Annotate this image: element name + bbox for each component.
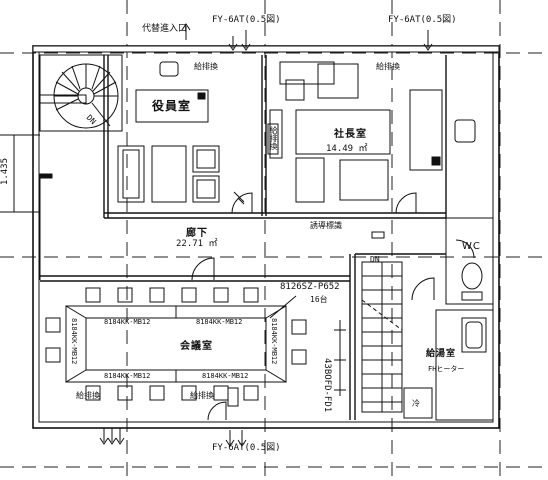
label-fy-right: FY-6AT(0.5図) [388, 15, 457, 25]
room-president-area: 14.49 ㎡ [326, 144, 368, 154]
label-vent-vertical: 給排換 [269, 126, 278, 150]
meeting-chairs [45, 287, 307, 401]
dimension-marker [0, 134, 40, 213]
wc-room [445, 217, 494, 305]
label-vent-top-right: 給排換 [376, 62, 400, 71]
straight-stair [361, 261, 403, 413]
unit-rail [269, 295, 346, 396]
label-vent-bottom-left: 給排換 [76, 391, 100, 400]
desk-bottom-left: 8184KK-MB12 [104, 372, 151, 380]
label-vent-bottom-right: 給排換 [190, 391, 214, 400]
officer-room-furniture [117, 61, 220, 203]
vent-box-br [227, 387, 239, 407]
room-kitchen: 給湯室 [426, 349, 457, 359]
corridor-walls [40, 253, 446, 420]
label-vent-top-left: 給排換 [194, 62, 218, 71]
room-wc: WC [462, 241, 481, 252]
room-meeting: 会議室 [180, 341, 213, 352]
president-room-furniture [269, 61, 476, 203]
label-unit-top-count: 16台 [310, 295, 328, 304]
meeting-table [65, 305, 287, 383]
label-fy-left: FY-6AT(0.5図) [212, 15, 281, 25]
label-dn-stair: DN [370, 255, 380, 264]
upper-room-walls [103, 55, 447, 219]
arrows [99, 23, 433, 447]
desk-top-left: 8184KK-MB12 [104, 318, 151, 326]
label-unit-top: 8126SZ-P652 [280, 282, 340, 292]
column-left [39, 173, 53, 179]
label-fy-bottom: FY-6AT(0.5図) [212, 443, 281, 453]
spiral-stair [39, 54, 123, 132]
wall-fill-top [32, 45, 500, 53]
room-officer: 役員室 [152, 99, 192, 113]
kitchen-heater: FHヒーター [428, 365, 465, 373]
desk-top-right: 8184KK-MB12 [196, 318, 243, 326]
desk-bottom-right: 8184KK-MB12 [202, 372, 249, 380]
vent-box-left [267, 123, 279, 155]
dimension-label: 1.435 [0, 158, 10, 186]
label-unit-side: 43BOFD-FD1 [322, 358, 332, 413]
desk-right-vertical: 8184KK-MB12 [270, 318, 278, 365]
guide-light-box [371, 231, 385, 239]
room-corridor: 廊下 [186, 228, 208, 239]
kitchen-room [403, 309, 494, 421]
room-corridor-area: 22.71 ㎡ [176, 239, 218, 249]
label-cabinet: 冷 [412, 399, 420, 408]
desk-left-vertical: 8184KK-MB12 [70, 318, 78, 365]
label-guide-light: 誘導標識 [310, 221, 342, 230]
label-hydrant-inlet: 代替進入口 [142, 24, 188, 34]
room-president: 社長室 [334, 129, 367, 140]
